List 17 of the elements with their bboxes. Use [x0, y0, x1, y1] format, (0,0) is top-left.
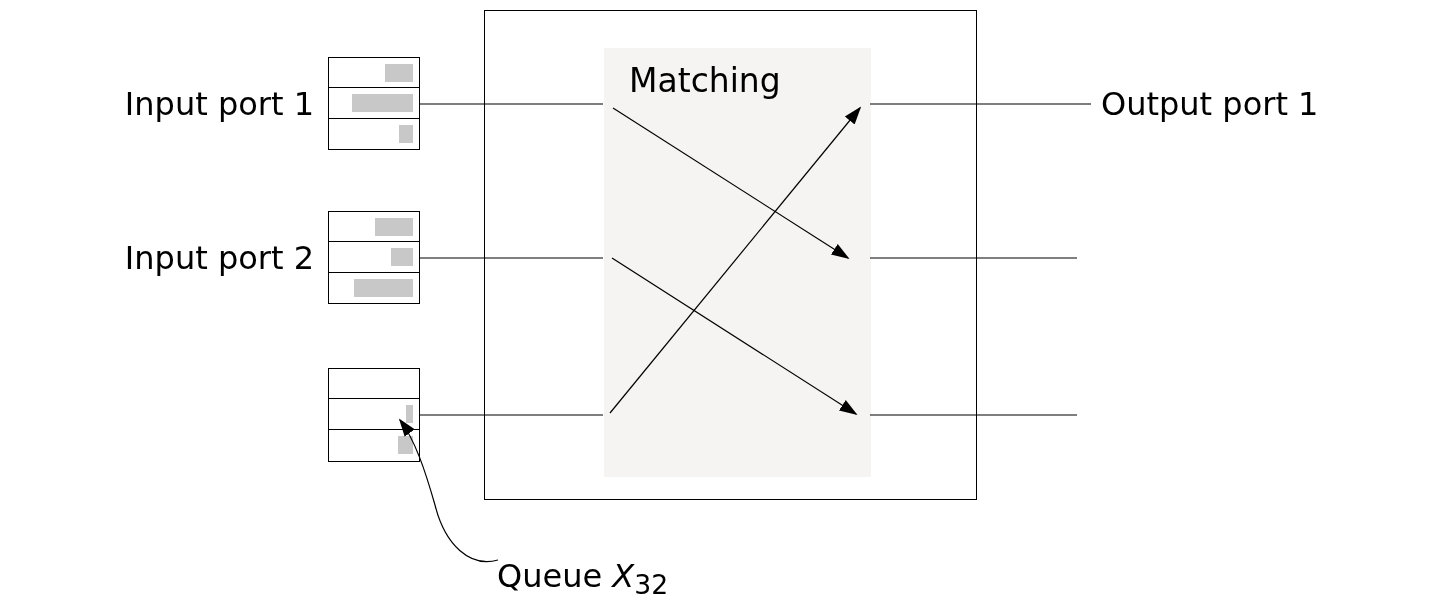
matching-area [604, 48, 871, 477]
connector-line [419, 414, 604, 416]
connector-line [869, 257, 1078, 259]
leader-line [398, 418, 499, 563]
input-queue-stack [328, 211, 420, 304]
connector-line [419, 257, 604, 259]
output-port-label: Output port 1 [1101, 88, 1319, 120]
queue-label: Queue X$_{32}$ [497, 560, 669, 600]
connector-line [419, 103, 604, 105]
matching-label: Matching [629, 64, 781, 97]
connector-line [869, 414, 1078, 416]
connector-line [869, 103, 1092, 105]
input-port-label: Input port 2 [124, 242, 314, 274]
input-port-label: Input port 1 [124, 88, 314, 120]
input-queue-stack [328, 368, 420, 462]
input-queue-stack [328, 57, 420, 150]
switch-fabric-box [484, 10, 977, 500]
